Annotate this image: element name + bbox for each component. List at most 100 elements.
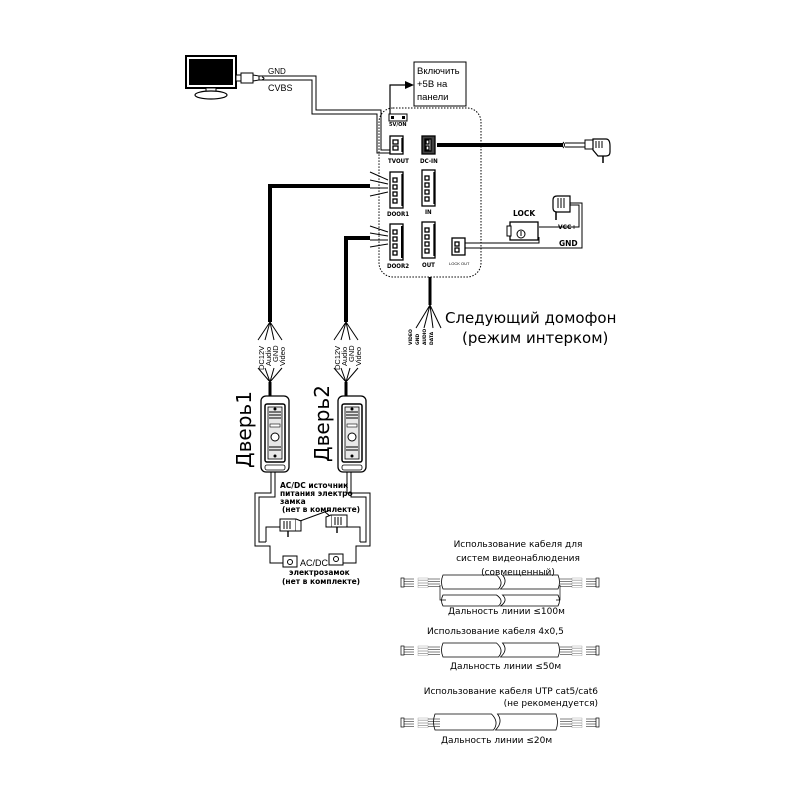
- next-wire-gnd: GND: [416, 333, 421, 345]
- cable-3-tube-right: [494, 713, 558, 731]
- port-label-lockout: LOCK OUT: [449, 261, 470, 266]
- cable-1-tube-bottom-right: [499, 594, 560, 607]
- cable-2-tube-right: [499, 642, 560, 658]
- cable-1-left-tag: [417, 585, 429, 588]
- door1-cable: [257, 171, 389, 397]
- cable-option-1-title: Использование кабеля для систем видеонаб…: [448, 538, 588, 580]
- jumper-arrow: [389, 81, 414, 116]
- port-label-door1: DOOR1: [387, 210, 410, 218]
- door2-cable: [333, 225, 389, 397]
- lock-wiring: [465, 202, 583, 249]
- cable-3-left-plug: [400, 717, 405, 728]
- gnd-wire-label: GND: [268, 67, 286, 76]
- cable-option-2-title: Использование кабеля 4x0,5: [427, 627, 564, 637]
- door1-connector: [389, 171, 404, 209]
- cable-1-right-tag: [571, 580, 583, 583]
- port-label-in: IN: [425, 208, 432, 216]
- next-wire-data: DATA: [430, 331, 435, 345]
- cable-3-left-tag: [417, 720, 429, 723]
- lock-gnd-label: GND: [559, 239, 578, 248]
- cable-option-1-range: Дальность линии ≤100м: [448, 607, 565, 617]
- cable-option-2-range: Дальность линии ≤50м: [450, 662, 562, 672]
- power-note: Включить +5В на панели: [417, 65, 460, 104]
- cable-1-right-tag: [571, 583, 583, 586]
- dc-power-cable: [437, 138, 611, 163]
- title-line: Использование кабеля для: [453, 540, 583, 550]
- electro-lock-type: AC/DC: [300, 558, 329, 568]
- cable-option-3-title: Использование кабеля UTP cat5/cat6 (не р…: [412, 686, 598, 710]
- note-line: AC/DC источник: [280, 481, 349, 490]
- power-note-box: [413, 61, 467, 107]
- lock-power-note: AC/DC источник питания электро замка (не…: [280, 482, 360, 514]
- title-line: (не рекомендуется): [503, 699, 598, 709]
- door2-wire-video: Video: [354, 346, 363, 366]
- cable-2-left-tag: [417, 653, 429, 656]
- out-cable: [415, 277, 442, 329]
- port-label-dcin: DC-IN: [420, 157, 438, 165]
- electro-lock-note: (нет в комплекте): [282, 577, 361, 586]
- cable-3-right-tag: [571, 720, 583, 723]
- cable-1-tube-top-right: [499, 574, 560, 590]
- door2-connector: [389, 223, 404, 261]
- next-intercom-mode: (режим интерком): [462, 329, 609, 347]
- cable-2-left-tag: [417, 645, 429, 649]
- title-line: систем видеонаблюдения: [456, 554, 580, 564]
- cable-3-left-tag: [417, 723, 429, 726]
- next-intercom-title: Следующий домофон: [445, 309, 617, 327]
- port-label-out: OUT: [422, 261, 435, 269]
- cable-2-left-plug: [400, 645, 405, 656]
- cable-3-left-tag: [417, 725, 429, 728]
- panel-outline: [378, 107, 482, 278]
- lock-icon: [506, 221, 539, 241]
- cable-1-left-branch: [439, 585, 446, 601]
- cable-2-left-tag: [417, 648, 429, 651]
- door1-wire-video: Video: [278, 346, 287, 366]
- dcin-connector: [421, 135, 436, 155]
- lock-power-adapter-right: [325, 514, 348, 533]
- port-label-tvout: TVOUT: [388, 157, 409, 165]
- cable-1-right-tag: [571, 585, 583, 588]
- next-wire-audio: AUDIO: [423, 328, 428, 345]
- cable-1-left-tag: [417, 580, 429, 583]
- jumper-icon: [388, 113, 408, 122]
- cable-3-right-tag: [571, 723, 583, 726]
- lock-label: LOCK: [513, 209, 536, 218]
- tvout-connector: [389, 135, 404, 155]
- door1-panel-icon: [260, 395, 290, 473]
- cable-3-tube-left: [433, 713, 497, 731]
- cable-2-right-tag: [571, 653, 583, 656]
- door2-panel-icon: [337, 395, 367, 473]
- next-wire-video: VIDEO: [409, 329, 414, 345]
- port-label-door2: DOOR2: [387, 262, 410, 270]
- cvbs-wire-label: CVBS: [268, 83, 293, 93]
- electro-lock-left-icon: [282, 555, 298, 568]
- jumper-label: 5V/ON: [389, 122, 407, 128]
- cable-illustrations: [400, 574, 600, 731]
- cable-2-right-plug: [595, 645, 600, 656]
- lockout-connector: [451, 237, 466, 256]
- cable-3-right-tag: [571, 725, 583, 728]
- power-note-line: Включить: [417, 66, 460, 77]
- power-note-line: +5В на: [417, 79, 448, 90]
- title-line: Использование кабеля UTP cat5/cat6: [423, 687, 598, 697]
- rca-plug-icon: [235, 72, 260, 84]
- cable-1-right-branch: [556, 585, 561, 601]
- title-line: (совмещенный): [481, 568, 555, 578]
- cable-3-right-tag: [571, 717, 583, 721]
- lock-vcc-label: VCC+: [558, 224, 577, 231]
- electro-lock-right-icon: [328, 553, 344, 566]
- cable-1-right-plug: [595, 577, 600, 588]
- cable-1-tube-bottom-left: [441, 594, 502, 607]
- note-line: питания электро: [280, 489, 353, 498]
- lock-adapter-icon: [552, 195, 571, 220]
- note-line: (нет в комплекте): [282, 505, 361, 514]
- cable-3-left-tag: [417, 717, 429, 721]
- out-connector: [421, 221, 436, 259]
- tv-wire: [259, 75, 390, 154]
- electro-lock-name: электрозамок: [289, 568, 350, 577]
- note-line: замка: [280, 497, 306, 506]
- cable-option-3-range: Дальность линии ≤20м: [441, 736, 553, 746]
- cable-2-left-tag: [417, 651, 429, 654]
- connectors: [389, 135, 466, 261]
